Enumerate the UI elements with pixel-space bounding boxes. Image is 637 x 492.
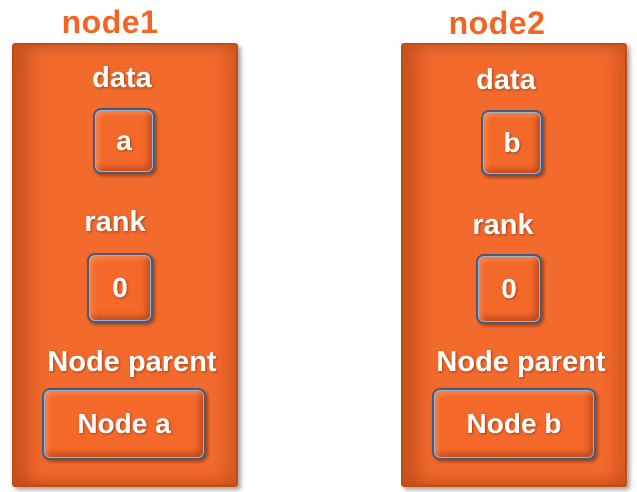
- node1-title: node1: [61, 4, 159, 40]
- node2-data-value: b: [481, 110, 543, 176]
- node2-rank-label: rank: [472, 209, 534, 241]
- node2-parent-value: Node b: [432, 388, 596, 460]
- node2-parent-label: Node parent: [436, 346, 606, 378]
- node2-data-label: data: [476, 64, 536, 96]
- node1-data-value: a: [93, 108, 155, 174]
- node1-rank-label: rank: [84, 206, 146, 238]
- node1-rank-value: 0: [87, 253, 153, 323]
- node1-parent-value: Node a: [42, 388, 206, 460]
- node2-title: node2: [448, 5, 546, 41]
- node1-data-label: data: [92, 62, 152, 94]
- node1-parent-label: Node parent: [47, 346, 217, 378]
- node2-rank-value: 0: [476, 254, 542, 324]
